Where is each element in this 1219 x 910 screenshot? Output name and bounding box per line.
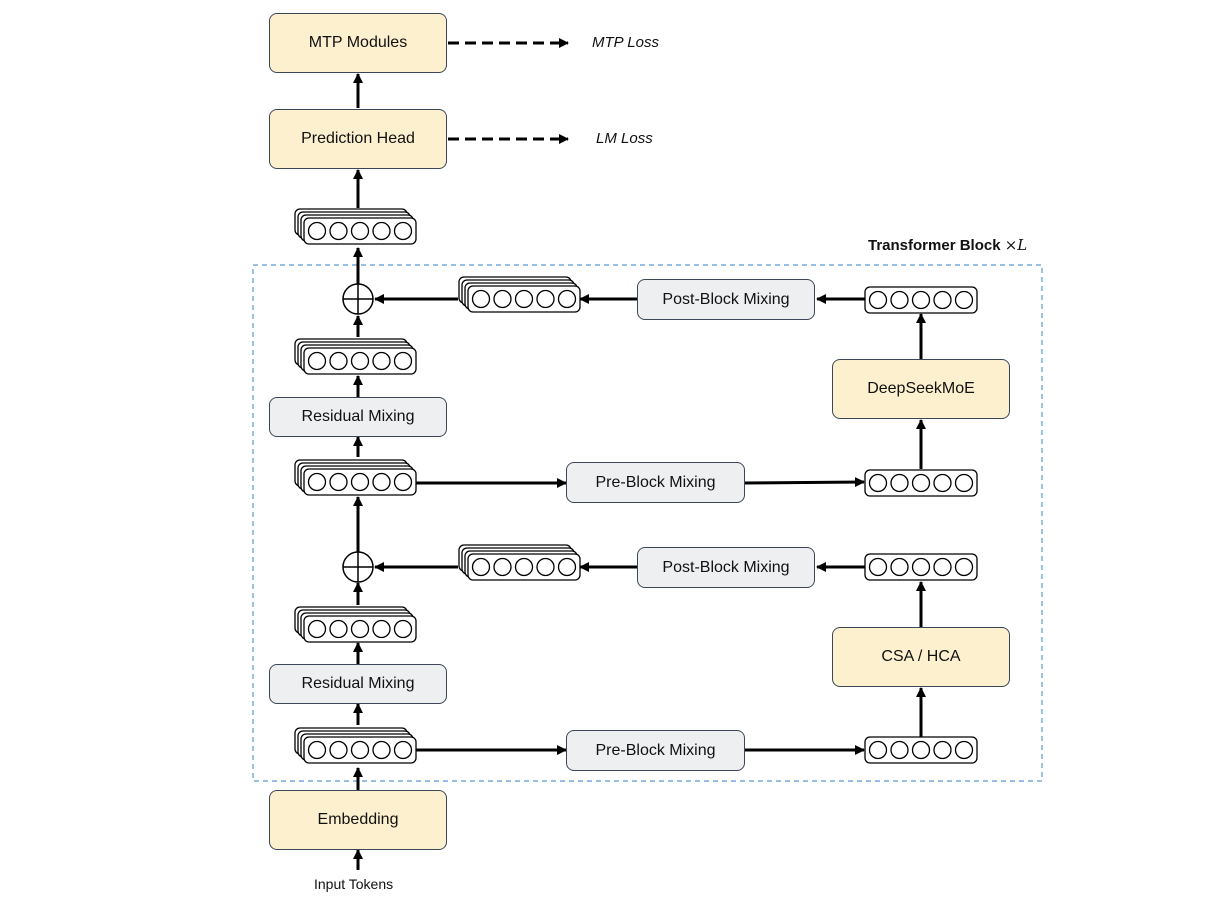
transformer-block-multiplier: ×L — [1004, 236, 1028, 254]
hidden-state-stack-upper-post — [294, 338, 417, 375]
csa-hca-box: CSA / HCA — [832, 627, 1010, 687]
mtp-modules-box: MTP Modules — [269, 13, 447, 73]
hidden-state-stack-upper-merge — [458, 276, 581, 313]
add-node-upper-icon — [342, 283, 374, 315]
residual-mixing-upper-box: Residual Mixing — [269, 397, 447, 437]
deepseekmoe-box: DeepSeekMoE — [832, 359, 1010, 419]
residual-mixing-lower-box: Residual Mixing — [269, 664, 447, 704]
hidden-state-stack-upper-pre — [294, 459, 417, 496]
arrow-preblock-upper-to-vector — [744, 477, 865, 488]
hidden-state-stack-lower-merge — [458, 544, 581, 581]
hidden-state-stack-lower-post — [294, 606, 417, 643]
post-block-mixing-upper-box: Post-Block Mixing — [637, 279, 815, 320]
post-block-mixing-lower-box: Post-Block Mixing — [637, 547, 815, 588]
add-node-lower-icon — [342, 551, 374, 583]
lm-loss-label: LM Loss — [596, 130, 653, 147]
token-vector-lower-in — [864, 736, 978, 764]
hidden-state-stack-lower-pre — [294, 727, 417, 764]
pre-block-mixing-lower-box: Pre-Block Mixing — [566, 730, 745, 771]
hidden-state-stack-output — [294, 208, 417, 245]
token-vector-lower-out — [864, 553, 978, 581]
transformer-block-frame — [252, 264, 1043, 782]
mtp-loss-label: MTP Loss — [592, 34, 659, 51]
transformer-block-title: Transformer Block ×L — [868, 236, 1027, 254]
embedding-box: Embedding — [269, 790, 447, 850]
prediction-head-box: Prediction Head — [269, 109, 447, 169]
token-vector-upper-in — [864, 469, 978, 497]
pre-block-mixing-upper-box: Pre-Block Mixing — [566, 462, 745, 503]
input-tokens-label: Input Tokens — [314, 876, 394, 892]
token-vector-upper-out — [864, 286, 978, 314]
transformer-block-title-text: Transformer Block — [868, 237, 1001, 254]
